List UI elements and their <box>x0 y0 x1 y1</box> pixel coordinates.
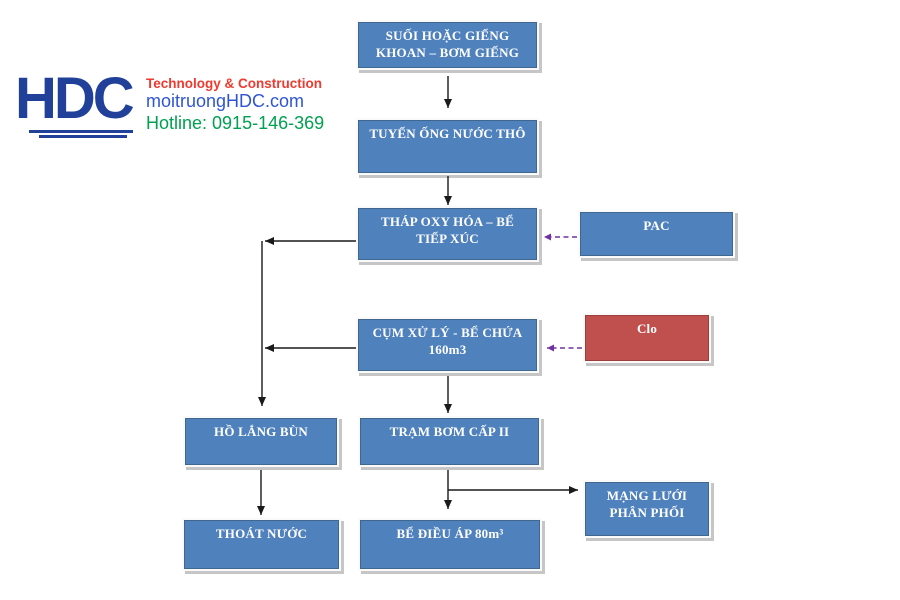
node-label: TIẾP XÚC <box>416 231 479 246</box>
logo-hotline: Hotline: 0915-146-369 <box>146 113 325 133</box>
flow-node-treatment-cluster: CỤM XỬ LÝ - BỂ CHỨA 160m3 <box>356 317 539 373</box>
node-label: 160m3 <box>428 342 467 357</box>
flow-node-source: SUỐI HOẶC GIẾNG KHOAN – BƠM GIẾNG <box>356 20 539 70</box>
flow-node-chlorine: Clo <box>583 313 711 363</box>
logo-underline-bar <box>39 135 127 138</box>
flow-node-pump-station-2: TRẠM BƠM CẤP II <box>358 416 541 467</box>
flow-node-drainage: THOÁT NƯỚC <box>182 518 341 571</box>
node-label: THOÁT NƯỚC <box>215 526 308 541</box>
node-label: KHOAN – BƠM GIẾNG <box>375 45 520 60</box>
node-label: PAC <box>643 218 670 233</box>
node-label: CỤM XỬ LÝ - BỂ CHỨA <box>372 325 523 340</box>
flow-node-pressure-tank: BỂ ĐIỀU ÁP 80m³ <box>358 518 542 571</box>
flow-node-raw-water-pipe: TUYẾN ỐNG NƯỚC THÔ <box>356 118 539 175</box>
hdc-logo: HDC Technology & Construction moitruongH… <box>15 66 324 140</box>
flow-node-distribution-network: MẠNG LƯỚI PHÂN PHỐI <box>583 480 711 538</box>
flow-node-pac: PAC <box>578 210 735 258</box>
node-label: HỒ LẮNG BÙN <box>214 424 308 439</box>
hdc-wordmark: HDC <box>15 66 135 131</box>
flow-node-sludge-pond: HỒ LẮNG BÙN <box>183 416 339 467</box>
node-label: MẠNG LƯỚI <box>606 488 688 503</box>
logo-underline-bars <box>29 128 133 138</box>
node-label: SUỐI HOẶC GIẾNG <box>385 28 510 43</box>
logo-underline-bar <box>29 130 133 133</box>
logo-website: moitruongHDC.com <box>146 91 305 111</box>
flow-node-oxidation-tower: THÁP OXY HÓA – BỂ TIẾP XÚC <box>356 206 539 262</box>
logo-text-block: Technology & Construction moitruongHDC.c… <box>146 74 324 134</box>
node-label: PHÂN PHỐI <box>609 505 685 520</box>
node-label: Clo <box>636 321 658 336</box>
logo-tagline: Technology & Construction <box>146 76 322 91</box>
hdc-wordmark-block: HDC <box>15 66 139 140</box>
node-label: TRẠM BƠM CẤP II <box>389 424 510 439</box>
node-label: BỂ ĐIỀU ÁP 80m³ <box>396 526 504 541</box>
node-label: TUYẾN ỐNG NƯỚC THÔ <box>369 126 526 141</box>
node-label: THÁP OXY HÓA – BỂ <box>381 214 514 229</box>
